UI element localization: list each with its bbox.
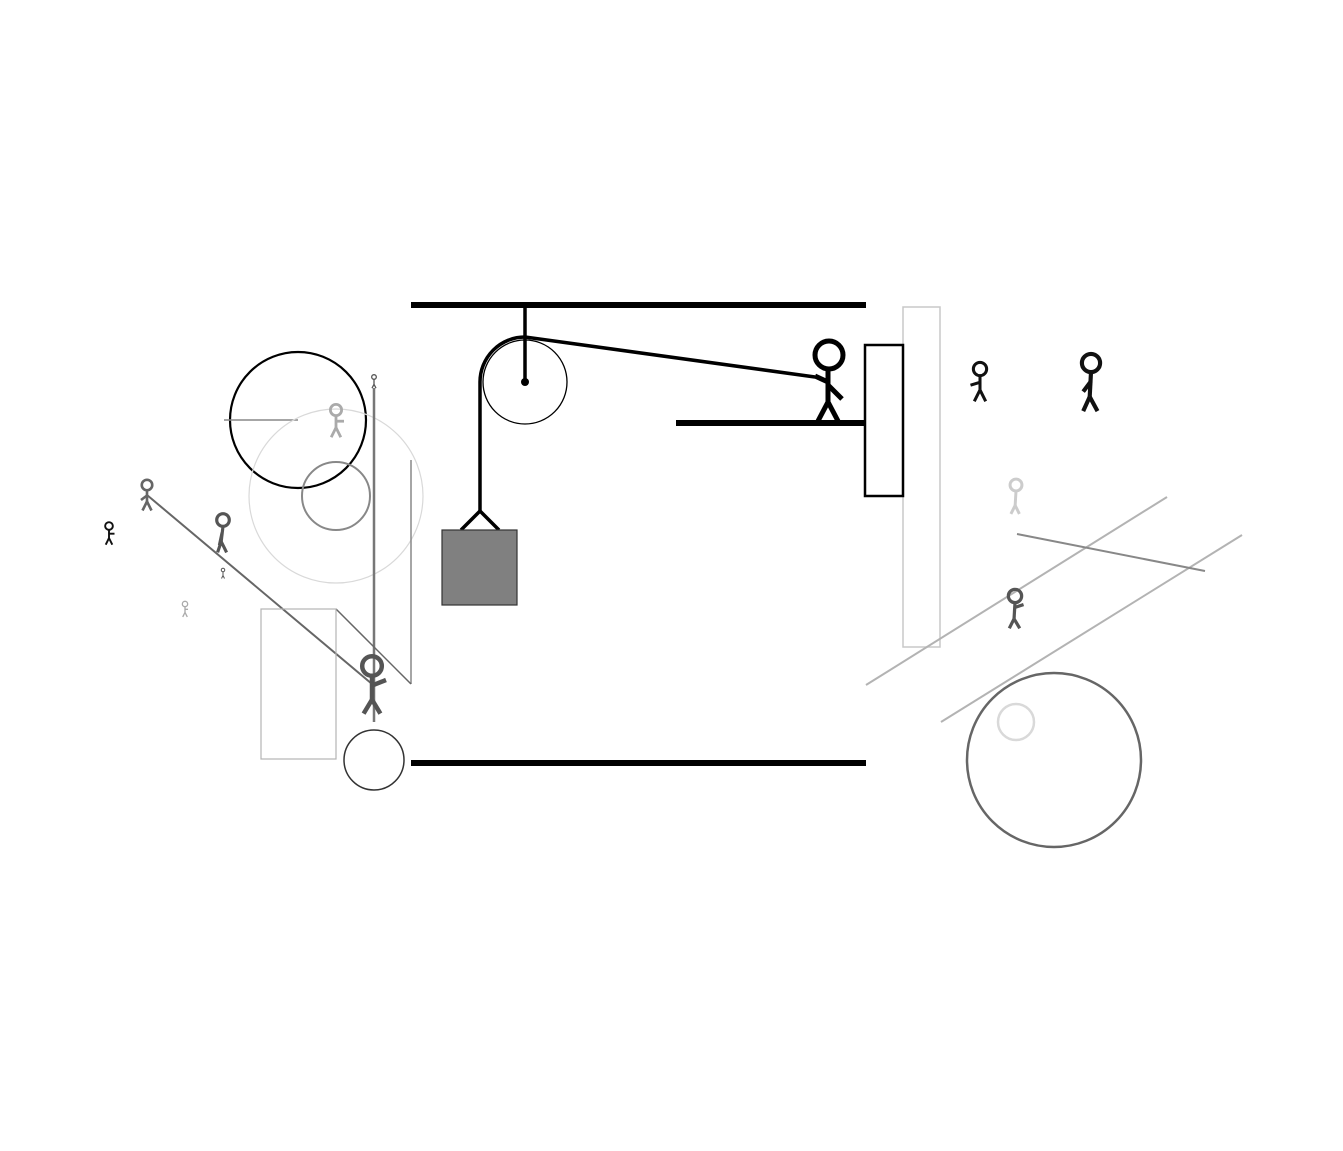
stick-figure-right-black-2: [1079, 351, 1103, 413]
stick-figure-tiny-1: [220, 567, 226, 579]
block-hook: [459, 508, 501, 532]
stick-figure-tiny-3: [371, 374, 377, 389]
tall-faint-rect: [902, 306, 941, 648]
right-small-faint-circle: [996, 702, 1036, 742]
person-head: [812, 338, 846, 372]
stick-figure-bottom-left: [359, 653, 387, 715]
pulley-system: [411, 302, 905, 766]
right-incline-2: [940, 534, 1243, 723]
pulley-wheel: [482, 339, 568, 425]
stick-figure-gray-incline-mid: [215, 512, 231, 554]
stick-figure-right-faint: [1008, 477, 1024, 515]
incline-line-short: [335, 608, 412, 685]
stick-figure-gray-incline-top: [140, 478, 154, 512]
stick-figure-tiny-2: [181, 600, 189, 618]
faint-circle-outline: [248, 408, 424, 584]
rope: [478, 335, 816, 511]
small-gray-circle: [301, 461, 371, 531]
person-pulling: [812, 338, 846, 423]
right-cross-line: [1016, 533, 1206, 572]
stick-figure-small-black: [104, 521, 115, 546]
pulley-axle: [521, 378, 529, 386]
wheel-circle: [343, 729, 405, 791]
hanging-block: [441, 529, 518, 606]
right-large-circle: [965, 671, 1143, 849]
stick-figure-right-black-1: [970, 360, 989, 402]
faint-rect-outline: [260, 608, 337, 760]
stick-figure-right-gray: [1006, 587, 1025, 630]
stick-figures: [104, 351, 1103, 715]
wall-block: [863, 343, 905, 498]
incline-line: [146, 494, 373, 685]
stick-figure-light-gray: [328, 402, 345, 438]
